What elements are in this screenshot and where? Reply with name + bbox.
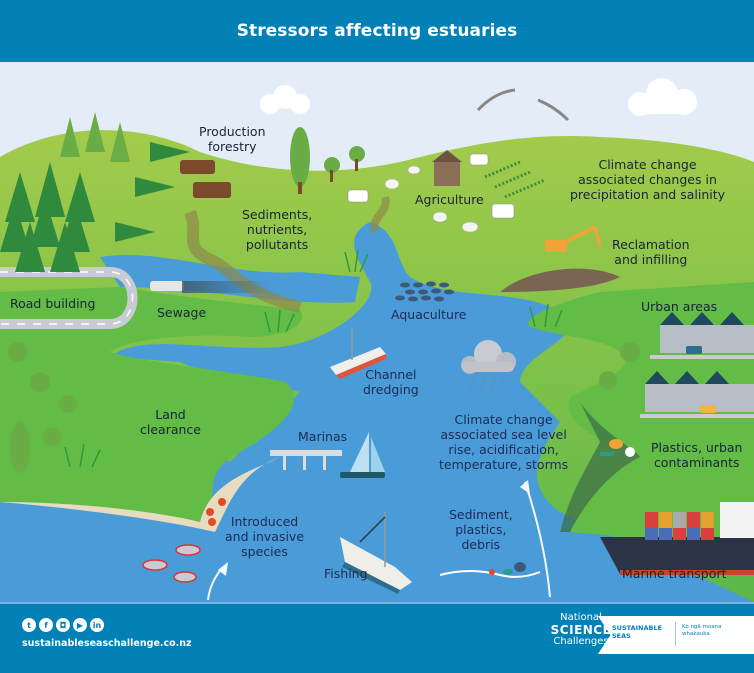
label-line: Reclamation (612, 237, 690, 252)
tagline-line: Ko ngā moana (682, 624, 722, 630)
container-ship-icon (600, 502, 754, 575)
label-line: Sediment, (449, 507, 513, 522)
label-sewage: Sewage (157, 305, 207, 320)
label-line: forestry (207, 139, 257, 154)
label-sediment-plastics-debris: Sediment, plastics, debris (449, 507, 513, 552)
house-icon (640, 312, 754, 418)
logo-line: SEAS (612, 632, 631, 640)
label-line: and invasive (225, 529, 305, 544)
label-line: Channel (365, 367, 417, 382)
crops-icon (484, 160, 546, 199)
label-line: dredging (363, 382, 419, 397)
label-aquaculture: Aquaculture (391, 307, 467, 322)
rain-cloud-icon (461, 340, 516, 395)
sheep-icon (384, 165, 479, 233)
maori-tagline: Ko ngā moana whakauka (682, 624, 722, 638)
label-line: Land (155, 407, 186, 422)
crab-icon (206, 498, 226, 526)
label-line: plastics, (455, 522, 507, 537)
social-links: t f ◘ ▶ in (22, 618, 104, 632)
youtube-icon[interactable]: ▶ (73, 618, 87, 632)
label-introduced-invasive-species: Introduced and invasive species (225, 514, 304, 559)
label-fishing: Fishing (324, 566, 368, 581)
log-pile-icon (180, 160, 231, 198)
label-line: nutrients, (246, 222, 308, 237)
label-line: Climate change (454, 412, 553, 427)
logo-line: SCIENCE (550, 623, 612, 637)
national-science-challenges-logo: National SCIENCE Challenges (548, 612, 614, 648)
logo-divider (675, 622, 676, 646)
cow-icon (347, 153, 515, 219)
instagram-icon[interactable]: ◘ (56, 618, 70, 632)
label-line: precipitation and salinity (570, 187, 726, 202)
label-line: Climate change (598, 157, 697, 172)
estuary-scene: Production forestry Sediments, nutrients… (0, 62, 754, 602)
sustainable-seas-banner (598, 616, 754, 654)
tagline-line: whakauka (682, 631, 710, 637)
pier-icon (270, 450, 342, 470)
footer-bar: t f ◘ ▶ in sustainableseaschallenge.co.n… (0, 602, 754, 673)
grass-tuft-icon (64, 249, 563, 468)
label-line: associated changes in (578, 172, 717, 187)
label-channel-dredging: Channel dredging (363, 367, 419, 397)
fishing-boat-icon (340, 512, 412, 594)
label-line: Introduced (230, 514, 299, 529)
label-line: rise, acidification, (448, 442, 559, 457)
linkedin-icon[interactable]: in (90, 618, 104, 632)
label-climate-precipitation-salinity: Climate change associated changes in pre… (570, 157, 725, 202)
label-climate-sea-level: Climate change associated sea level rise… (439, 412, 568, 472)
logo-line: SUSTAINABLE (612, 624, 663, 632)
label-agriculture: Agriculture (415, 192, 484, 207)
sewage-pipe-icon (150, 281, 184, 291)
tree-icon (8, 127, 640, 473)
felled-tree-icon (115, 142, 190, 242)
facebook-icon[interactable]: f (39, 618, 53, 632)
label-line: Plastics, urban (651, 440, 743, 455)
label-line: species (241, 544, 288, 559)
label-line: pollutants (245, 237, 309, 252)
header-bar: Stressors affecting estuaries (0, 0, 754, 62)
dredging-boat-icon (330, 327, 386, 379)
label-line: Sediments, (242, 207, 313, 222)
debris-icon (439, 562, 541, 578)
twitter-icon[interactable]: t (22, 618, 36, 632)
label-marinas: Marinas (298, 429, 348, 444)
label-line: Production (199, 124, 266, 139)
label-land-clearance: Land clearance (140, 407, 201, 437)
label-marine-transport: Marine transport (622, 566, 727, 581)
label-line: debris (461, 537, 501, 552)
label-production-forestry: Production forestry (199, 124, 266, 154)
label-reclamation-infilling: Reclamation and infilling (612, 237, 690, 267)
label-road-building: Road building (10, 296, 96, 311)
barn-icon (432, 150, 462, 186)
pine-tree-icon (0, 112, 130, 272)
sailboat-icon (340, 432, 385, 478)
cloud-icon (260, 78, 697, 116)
label-line: contaminants (653, 455, 740, 470)
label-urban-areas: Urban areas (641, 299, 718, 314)
logo-line: Challenges (553, 636, 609, 647)
fish-icon (142, 544, 201, 583)
label-line: temperature, storms (439, 457, 569, 472)
label-line: associated sea level (440, 427, 567, 442)
logo-line: National (560, 612, 602, 623)
label-line: clearance (140, 422, 201, 437)
seagull-icon (476, 88, 570, 122)
label-plastics-urban-contaminants: Plastics, urban contaminants (651, 440, 742, 470)
excavator-icon (545, 225, 602, 252)
page-title: Stressors affecting estuaries (236, 21, 518, 41)
plastics-icon (600, 439, 635, 457)
estuary-illustration (0, 62, 754, 602)
label-sediments-nutrients-pollutants: Sediments, nutrients, pollutants (242, 207, 312, 252)
label-line: and infilling (614, 252, 688, 267)
website-link[interactable]: sustainableseaschallenge.co.nz (22, 638, 192, 649)
aquaculture-icon (395, 281, 454, 302)
sustainable-seas-logo: SUSTAINABLE SEAS (612, 624, 662, 640)
car-icon (686, 346, 716, 413)
